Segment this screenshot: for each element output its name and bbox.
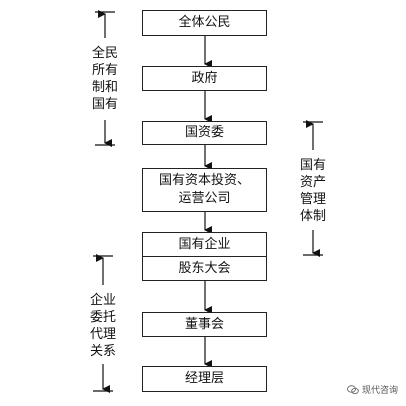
node-soe-label: 国有企业 [178,236,231,252]
node-invest-label-line1: 国有资本投资、 [158,173,250,188]
node-soe-group: 国有企业 股东大会 [142,232,267,281]
side-label-line: 关系 [89,344,116,359]
node-board-label: 董事会 [184,316,224,332]
node-government: 政府 [142,66,267,91]
node-board: 董事会 [142,312,267,337]
node-sasac-label: 国资委 [184,125,224,140]
node-management-label: 经理层 [184,371,224,386]
side-label-line: 企业 [89,293,116,308]
side-label-line: 全民 [91,46,118,61]
watermark: 现代咨询 [347,383,398,396]
side-label-asset-management: 国有 资产 管理 体制 [297,157,329,225]
node-invest-label-line2: 运营公司 [178,191,231,206]
side-label-agency: 企业 委托 代理 关系 [87,292,119,360]
side-label-line: 资产 [299,175,326,190]
side-label-line: 代理 [89,327,116,342]
side-label-line: 所有 [91,63,118,78]
node-public-label: 全体公民 [178,15,231,30]
node-public: 全体公民 [142,10,267,36]
node-government-label: 政府 [191,70,218,86]
chat-bubble-icon [347,384,359,394]
node-shareholders-label: 股东大会 [178,260,231,276]
node-management: 经理层 [142,366,267,392]
side-label-ownership: 全民 所有 制和 国有 [89,45,121,113]
watermark-text: 现代咨询 [361,386,398,396]
side-label-line: 制和 [91,80,118,95]
node-invest-company: 国有资本投资、 运营公司 [142,168,267,212]
side-label-line: 委托 [89,310,116,325]
node-sasac: 国资委 [142,121,267,145]
side-label-line: 国有 [91,97,118,112]
side-label-line: 体制 [299,209,326,224]
node-soe: 国有企业 [143,233,266,257]
side-label-line: 国有 [299,158,326,173]
node-shareholders: 股东大会 [143,257,266,280]
side-label-line: 管理 [299,192,326,207]
